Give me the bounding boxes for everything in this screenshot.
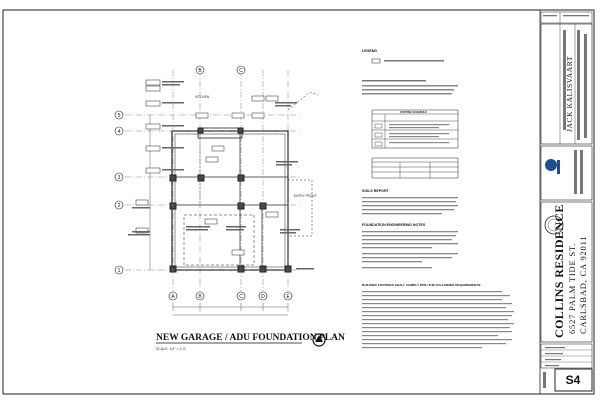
drawing-scale: SCALE: 1/4" = 1'-0" [156, 347, 187, 351]
grid-bubble-c-top: C [239, 68, 243, 74]
room-label-kitchen: KITCHEN [195, 95, 210, 99]
dimension-lines [149, 115, 289, 316]
holddown-schedule-table [371, 157, 459, 179]
engineering-logo [545, 159, 557, 171]
room-label-entry: ENTRY FRONT [294, 194, 317, 198]
callout-text [128, 81, 314, 270]
grid-bubble-b: B [198, 294, 202, 300]
callout-tags [135, 79, 279, 256]
grid-lines [125, 70, 300, 294]
sheet-border [2, 9, 595, 395]
grid-bubble-d: D [261, 294, 265, 300]
project-name: COLLINS RESIDENCE [552, 204, 566, 338]
grid-bubble-1: 1 [118, 268, 121, 274]
notes-column [362, 58, 514, 349]
project-address-line1: 6527 PALM TIDE ST. [567, 243, 577, 334]
grid-bubble-e: E [286, 294, 290, 300]
title-block-small-text [543, 15, 589, 388]
slab-outline [171, 130, 289, 271]
designer-name: JACK KALISVAART [565, 56, 574, 132]
grid-bubble-3: 3 [118, 175, 121, 181]
sheet-number: S4 [566, 373, 581, 387]
title-block [540, 11, 593, 392]
building-notes-heading: BUILDING FOOTINGS SHALL COMPLY WITH THE … [362, 283, 481, 287]
grid-bubble-4: 4 [118, 129, 121, 135]
upper-stem-wall [197, 127, 243, 139]
foundation-plan [169, 91, 319, 273]
drawing-title: NEW GARAGE / ADU FOUNDATION PLAN [156, 333, 345, 343]
footing-schedule-heading: FOOTING SCHEDULE [400, 110, 427, 114]
grid-bubble-b-top: B [198, 68, 202, 74]
soils-report-heading: SOILS REPORT [362, 189, 390, 193]
grid-bubble-5: 5 [118, 113, 121, 119]
legend-heading: LEGEND [362, 49, 377, 53]
grid-bubbles-numbers: 5 4 3 2 1 [114, 110, 124, 275]
project-address-line2: CARLSBAD, CA 92011 [578, 236, 588, 334]
grid-bubble-a: A [171, 294, 175, 300]
foundation-notes-heading: FOUNDATION ENGINEERING NOTES [362, 223, 426, 227]
grid-bubble-2: 2 [118, 203, 121, 209]
north-arrow-icon [312, 333, 326, 347]
footing-schedule-table [371, 109, 459, 149]
grid-bubbles-letters: A B B C C D E [168, 65, 293, 301]
grid-bubble-c: C [239, 294, 243, 300]
engineer-seal [544, 215, 564, 235]
